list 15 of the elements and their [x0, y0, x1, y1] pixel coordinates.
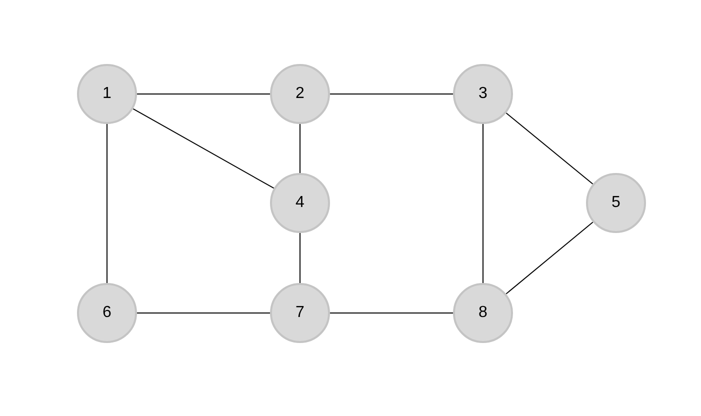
node-number: 5 [612, 194, 620, 212]
connector-line [132, 108, 274, 189]
node-number: 6 [102, 304, 112, 322]
connector-line [136, 312, 270, 314]
node-number: 8 [478, 304, 488, 322]
connector-line [506, 112, 594, 184]
node-number: 4 [296, 194, 304, 212]
node-number: 2 [296, 85, 304, 103]
connector-line [106, 124, 108, 284]
connector-line [330, 312, 454, 314]
connector-line [482, 124, 484, 284]
connector-line [506, 222, 594, 294]
node-number: 7 [296, 304, 304, 322]
node-number: 1 [102, 85, 112, 103]
node-number: 3 [478, 85, 488, 103]
